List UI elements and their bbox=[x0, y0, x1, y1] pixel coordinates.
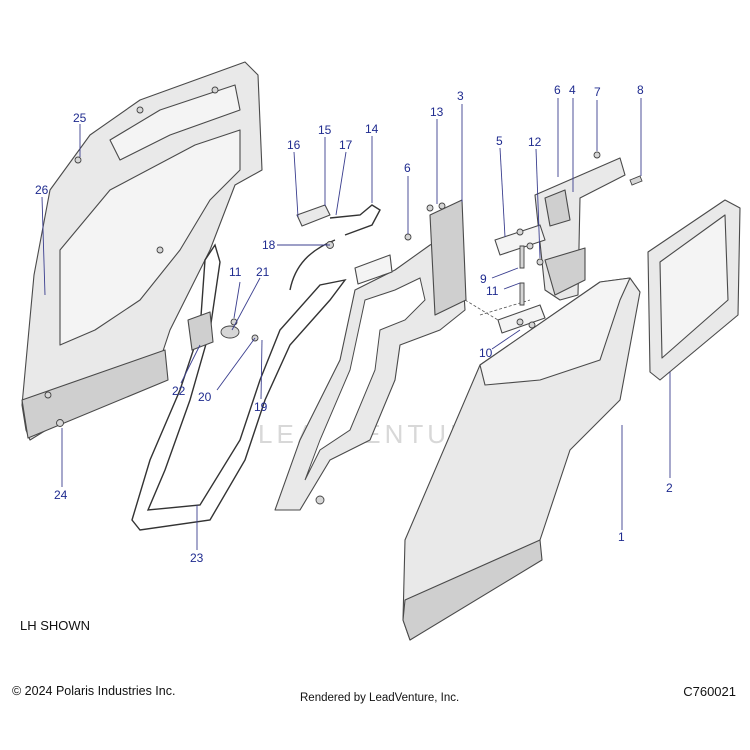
hinge-plates bbox=[464, 224, 546, 334]
callout-19: 19 bbox=[254, 400, 268, 414]
callout-17: 17 bbox=[339, 138, 353, 152]
latch-handle bbox=[289, 204, 381, 291]
callout-21: 21 bbox=[256, 265, 270, 279]
callout-10: 10 bbox=[479, 346, 493, 360]
callout-numbers: 1 2 3 4 5 6 6 7 8 9 10 11 11 12 13 14 15… bbox=[35, 83, 673, 565]
callout-7: 7 bbox=[594, 85, 601, 99]
view-note: LH SHOWN bbox=[20, 618, 91, 633]
callout-20: 20 bbox=[198, 390, 212, 404]
callout-3: 3 bbox=[457, 89, 464, 103]
callout-24: 24 bbox=[54, 488, 68, 502]
lock-assembly bbox=[187, 311, 259, 351]
callout-16: 16 bbox=[287, 138, 301, 152]
callout-8: 8 bbox=[637, 83, 644, 97]
leader-lines bbox=[41, 98, 671, 550]
door-skin bbox=[402, 277, 641, 641]
callout-15: 15 bbox=[318, 123, 332, 137]
inner-door-panel bbox=[21, 61, 263, 441]
hinge-bracket bbox=[534, 157, 626, 301]
callout-6-frame: 6 bbox=[404, 161, 411, 175]
outer-side-panel bbox=[647, 199, 741, 381]
door-frame bbox=[274, 199, 467, 511]
rendered-by-text: Rendered by LeadVenture, Inc. bbox=[300, 692, 460, 704]
callout-6-bracket: 6 bbox=[554, 83, 561, 97]
callout-25: 25 bbox=[73, 111, 87, 125]
callout-1: 1 bbox=[618, 530, 625, 544]
callout-11-lock: 11 bbox=[229, 265, 242, 279]
fasteners bbox=[56, 151, 643, 427]
diagram-code: C760021 bbox=[683, 684, 736, 699]
callout-14: 14 bbox=[365, 122, 379, 136]
callout-2: 2 bbox=[666, 481, 673, 495]
callout-11-hinge: 11 bbox=[486, 284, 499, 298]
callout-22: 22 bbox=[172, 384, 186, 398]
callout-4: 4 bbox=[569, 83, 576, 97]
callout-18: 18 bbox=[262, 238, 276, 252]
callout-9: 9 bbox=[480, 272, 487, 286]
door-seal bbox=[131, 243, 347, 531]
copyright-text: © 2024 Polaris Industries Inc. bbox=[12, 684, 176, 698]
callout-26: 26 bbox=[35, 183, 49, 197]
callout-23: 23 bbox=[190, 551, 204, 565]
callout-5: 5 bbox=[496, 134, 503, 148]
callout-12: 12 bbox=[528, 135, 542, 149]
callout-13: 13 bbox=[430, 105, 444, 119]
